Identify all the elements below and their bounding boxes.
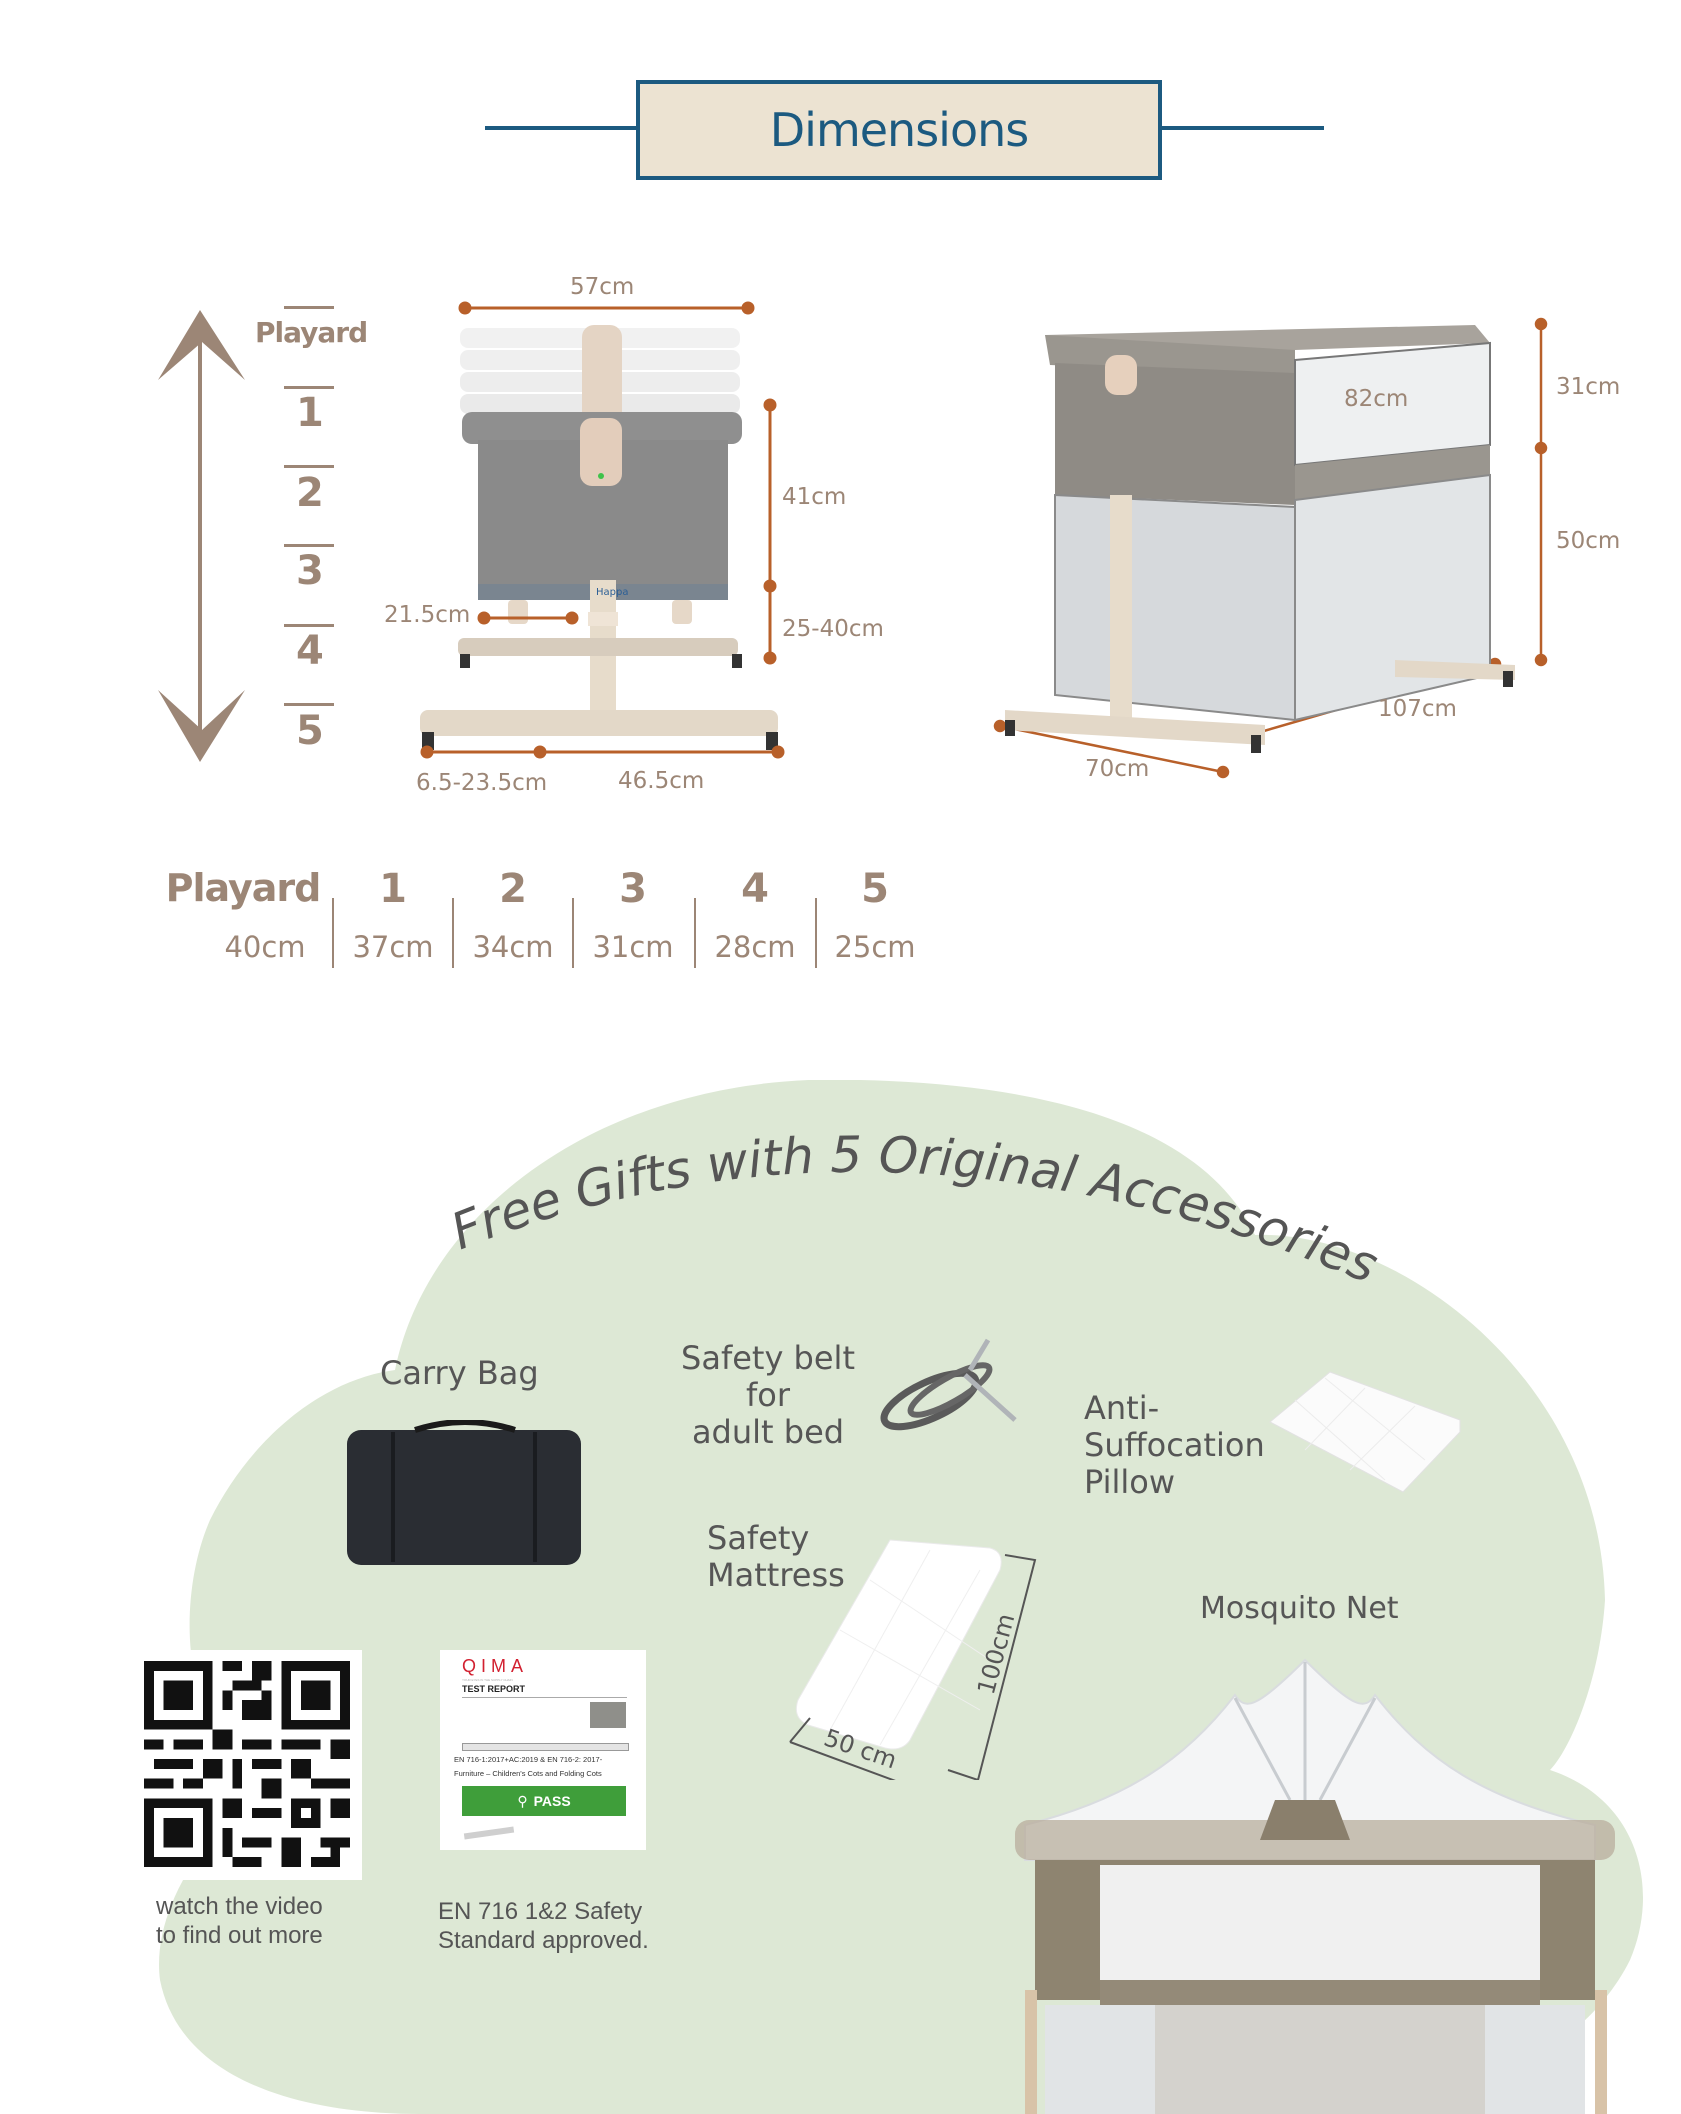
pillow-icon bbox=[1269, 1371, 1461, 1493]
table-header-playard: Playard bbox=[165, 866, 322, 910]
scale-label-playard: Playard bbox=[255, 316, 368, 349]
report-heading: TEST REPORT bbox=[462, 1684, 526, 1694]
brand-logo: Happa bbox=[596, 587, 628, 598]
report-standard-line1: EN 716-1:2017+AC:2019 & EN 716-2: 2017- bbox=[454, 1755, 603, 1764]
report-photo bbox=[590, 1702, 626, 1728]
header-rule-left bbox=[485, 126, 640, 130]
mosquito-net-bassinet-icon bbox=[1015, 1658, 1615, 2114]
height-adjust-arrow-icon bbox=[158, 310, 245, 762]
scale-tick bbox=[284, 544, 334, 547]
dim-side-offset: 21.5cm bbox=[384, 602, 471, 628]
svg-text:Free Gifts with 5 Original Acc: Free Gifts with 5 Original Accessories bbox=[443, 1126, 1386, 1295]
table-header-3: 3 bbox=[619, 866, 647, 912]
table-header-2: 2 bbox=[499, 866, 527, 912]
pillow-label-line2: Suffocation bbox=[1084, 1425, 1265, 1464]
table-value-2: 34cm bbox=[472, 930, 554, 964]
pass-key-icon: ⚲ bbox=[517, 1792, 528, 1809]
side-view-bassinet-illustration bbox=[1005, 325, 1515, 753]
safety-belt-label-line2: adult bed bbox=[691, 1412, 845, 1451]
front-view-bassinet-illustration: Happa bbox=[420, 325, 778, 750]
page-title: Dimensions bbox=[769, 103, 1029, 157]
scale-tick bbox=[284, 624, 334, 627]
signature-scribble bbox=[463, 1826, 515, 1840]
carry-bag-label: Carry Bag bbox=[380, 1354, 539, 1392]
qr-caption-line1: watch the video bbox=[156, 1893, 323, 1920]
table-header-1: 1 bbox=[379, 866, 407, 912]
dim-base-right: 46.5cm bbox=[618, 768, 705, 794]
safety-belt-icon bbox=[880, 1338, 1017, 1431]
dim-leg-height: 25-40cm bbox=[782, 616, 884, 642]
scale-label-5: 5 bbox=[296, 708, 324, 754]
report-caption-line2: Standard approved. bbox=[438, 1926, 649, 1954]
mattress-label-line2: Mattress bbox=[707, 1555, 845, 1594]
header-box: Dimensions bbox=[636, 80, 1162, 180]
dim-top-width: 57cm bbox=[570, 274, 635, 300]
dim-lower-height: 50cm bbox=[1556, 528, 1621, 554]
report-standard-line2: Furniture – Children's Cots and Folding … bbox=[454, 1769, 602, 1778]
report-rule bbox=[462, 1697, 627, 1698]
dim-base-left: 6.5-23.5cm bbox=[416, 770, 548, 796]
dim-length: 107cm bbox=[1378, 696, 1457, 722]
table-divider bbox=[815, 898, 817, 968]
pillow-label: Anti- Suffocation Pillow bbox=[1084, 1390, 1265, 1500]
qr-caption: watch the video to find out more bbox=[156, 1893, 323, 1951]
report-table bbox=[462, 1743, 629, 1751]
test-report-card: QIMA YOUR EYES IN THE SUPPLY CHAIN TEST … bbox=[440, 1650, 646, 1850]
pass-label: PASS bbox=[533, 1793, 571, 1809]
table-divider bbox=[694, 898, 696, 968]
dim-body-height: 41cm bbox=[782, 484, 847, 510]
table-divider bbox=[332, 898, 334, 968]
table-header-5: 5 bbox=[861, 866, 889, 912]
dim-inner-length: 82cm bbox=[1344, 386, 1409, 412]
safety-belt-label: Safety belt for adult bed bbox=[663, 1340, 873, 1450]
report-caption-line1: EN 716 1&2 Safety bbox=[438, 1898, 643, 1925]
table-divider bbox=[452, 898, 454, 968]
scale-label-2: 2 bbox=[296, 470, 324, 516]
report-caption: EN 716 1&2 Safety Standard approved. bbox=[438, 1898, 649, 1956]
table-value-playard: 40cm bbox=[224, 930, 306, 964]
pillow-label-line1: Anti- bbox=[1084, 1389, 1160, 1427]
mattress-label-line1: Safety bbox=[707, 1519, 810, 1557]
table-value-1: 37cm bbox=[352, 930, 434, 964]
qr-code-icon[interactable] bbox=[141, 1661, 353, 1867]
mattress-icon bbox=[789, 1539, 1037, 1780]
carry-bag-icon bbox=[347, 1420, 581, 1565]
scale-label-3: 3 bbox=[296, 548, 324, 594]
table-header-4: 4 bbox=[741, 866, 769, 912]
qima-logo: QIMA bbox=[462, 1656, 529, 1676]
safety-belt-label-line1: Safety belt for bbox=[681, 1339, 855, 1414]
gifts-title: Free Gifts with 5 Original Accessories bbox=[443, 1126, 1386, 1295]
table-divider bbox=[572, 898, 574, 968]
scale-tick bbox=[284, 306, 334, 309]
mosquito-net-label: Mosquito Net bbox=[1200, 1591, 1399, 1626]
dim-width: 70cm bbox=[1085, 756, 1150, 782]
pass-badge: ⚲ PASS bbox=[462, 1786, 626, 1816]
table-value-3: 31cm bbox=[592, 930, 674, 964]
scale-tick bbox=[284, 703, 334, 706]
dim-top-height: 31cm bbox=[1556, 374, 1621, 400]
qima-tagline: YOUR EYES IN THE SUPPLY CHAIN bbox=[462, 1678, 513, 1682]
scale-label-4: 4 bbox=[296, 628, 324, 674]
gifts-title-arc: Free Gifts with 5 Original Accessories bbox=[443, 1126, 1386, 1295]
header-rule-right bbox=[1154, 126, 1324, 130]
mattress-label: Safety Mattress bbox=[707, 1520, 845, 1594]
scale-tick bbox=[284, 465, 334, 468]
pillow-label-line3: Pillow bbox=[1084, 1462, 1176, 1501]
table-value-4: 28cm bbox=[714, 930, 796, 964]
scale-label-1: 1 bbox=[296, 390, 324, 436]
qr-caption-line2: to find out more bbox=[156, 1921, 323, 1949]
scale-tick bbox=[284, 386, 334, 389]
table-value-5: 25cm bbox=[834, 930, 916, 964]
